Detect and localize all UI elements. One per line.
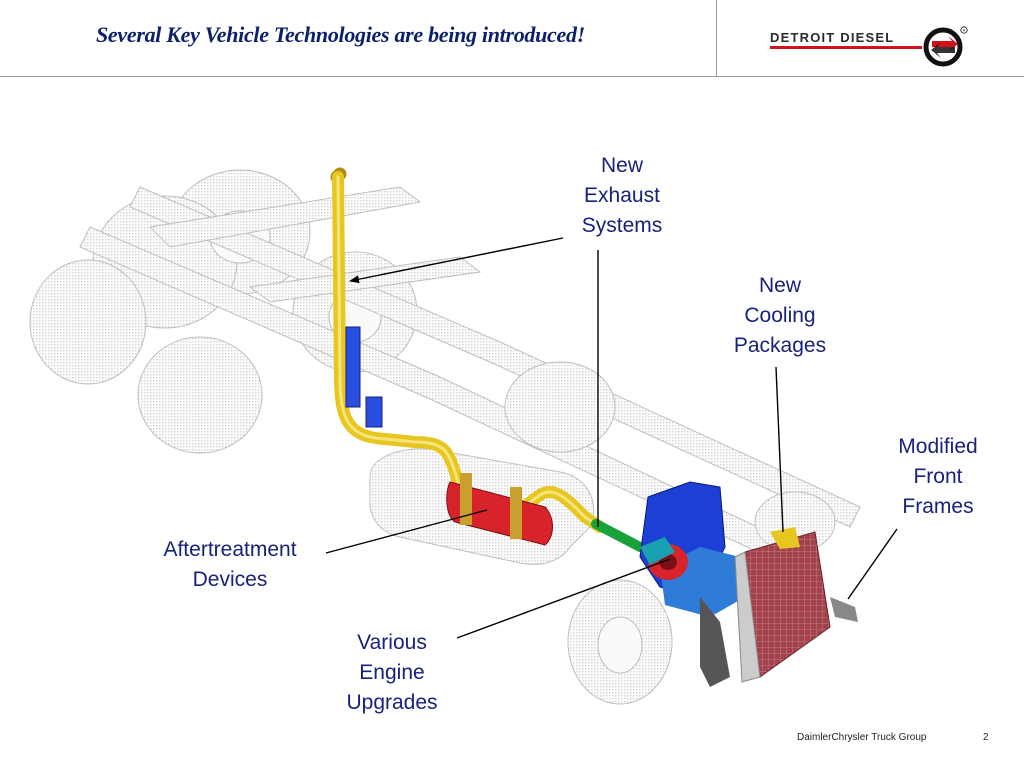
callout-cooling-line-3: Packages (733, 334, 827, 357)
brand-wordmark: DETROIT DIESEL (770, 30, 895, 45)
slide-title: Several Key Vehicle Technologies are bei… (96, 22, 585, 47)
front-wheels (504, 361, 836, 705)
brand-underline (770, 46, 922, 49)
aftertreatment-device (446, 473, 553, 546)
callout-engine-line-2: Engine (359, 661, 425, 684)
exhaust-system (330, 167, 645, 552)
callout-modified-front-frames: Modified Front Frames (878, 432, 998, 522)
engine-block (639, 481, 745, 617)
callout-cooling-line-2: Cooling (744, 304, 816, 327)
callout-various-engine-upgrades: Various Engine Upgrades (330, 628, 454, 718)
slide-header: Several Key Vehicle Technologies are bei… (0, 0, 1024, 77)
cooling-package (700, 527, 831, 687)
frame-rails (79, 186, 861, 568)
detroit-diesel-logo-icon: R (923, 26, 968, 67)
footer-organization: DaimlerChrysler Truck Group (797, 732, 927, 743)
callout-aftertreatment-devices: Aftertreatment Devices (140, 535, 320, 595)
callout-aftertreatment-line-1: Aftertreatment (163, 538, 297, 561)
callout-new-cooling-packages: New Cooling Packages (718, 271, 842, 361)
callout-engine-line-3: Upgrades (346, 691, 438, 714)
callout-frames-line-1: Modified (898, 435, 978, 458)
callout-engine-line-1: Various (357, 631, 427, 654)
callout-new-exhaust-systems: New Exhaust Systems (560, 151, 684, 241)
callout-frames-line-3: Frames (902, 495, 974, 518)
callout-cooling-line-1: New (758, 274, 801, 297)
callout-exhaust-line-2: Exhaust (584, 184, 660, 207)
truck-chassis-illustration (29, 167, 898, 705)
callout-exhaust-line-1: New (600, 154, 643, 177)
callout-frames-line-2: Front (913, 465, 963, 488)
svg-text:R: R (963, 28, 966, 33)
exhaust-brackets (345, 326, 383, 428)
front-frame-extension (830, 597, 858, 622)
callout-exhaust-line-3: Systems (581, 214, 663, 237)
page-number: 2 (983, 732, 989, 743)
callout-aftertreatment-line-2: Devices (192, 568, 268, 591)
header-divider (716, 0, 717, 76)
callout-leader-lines (325, 237, 898, 639)
